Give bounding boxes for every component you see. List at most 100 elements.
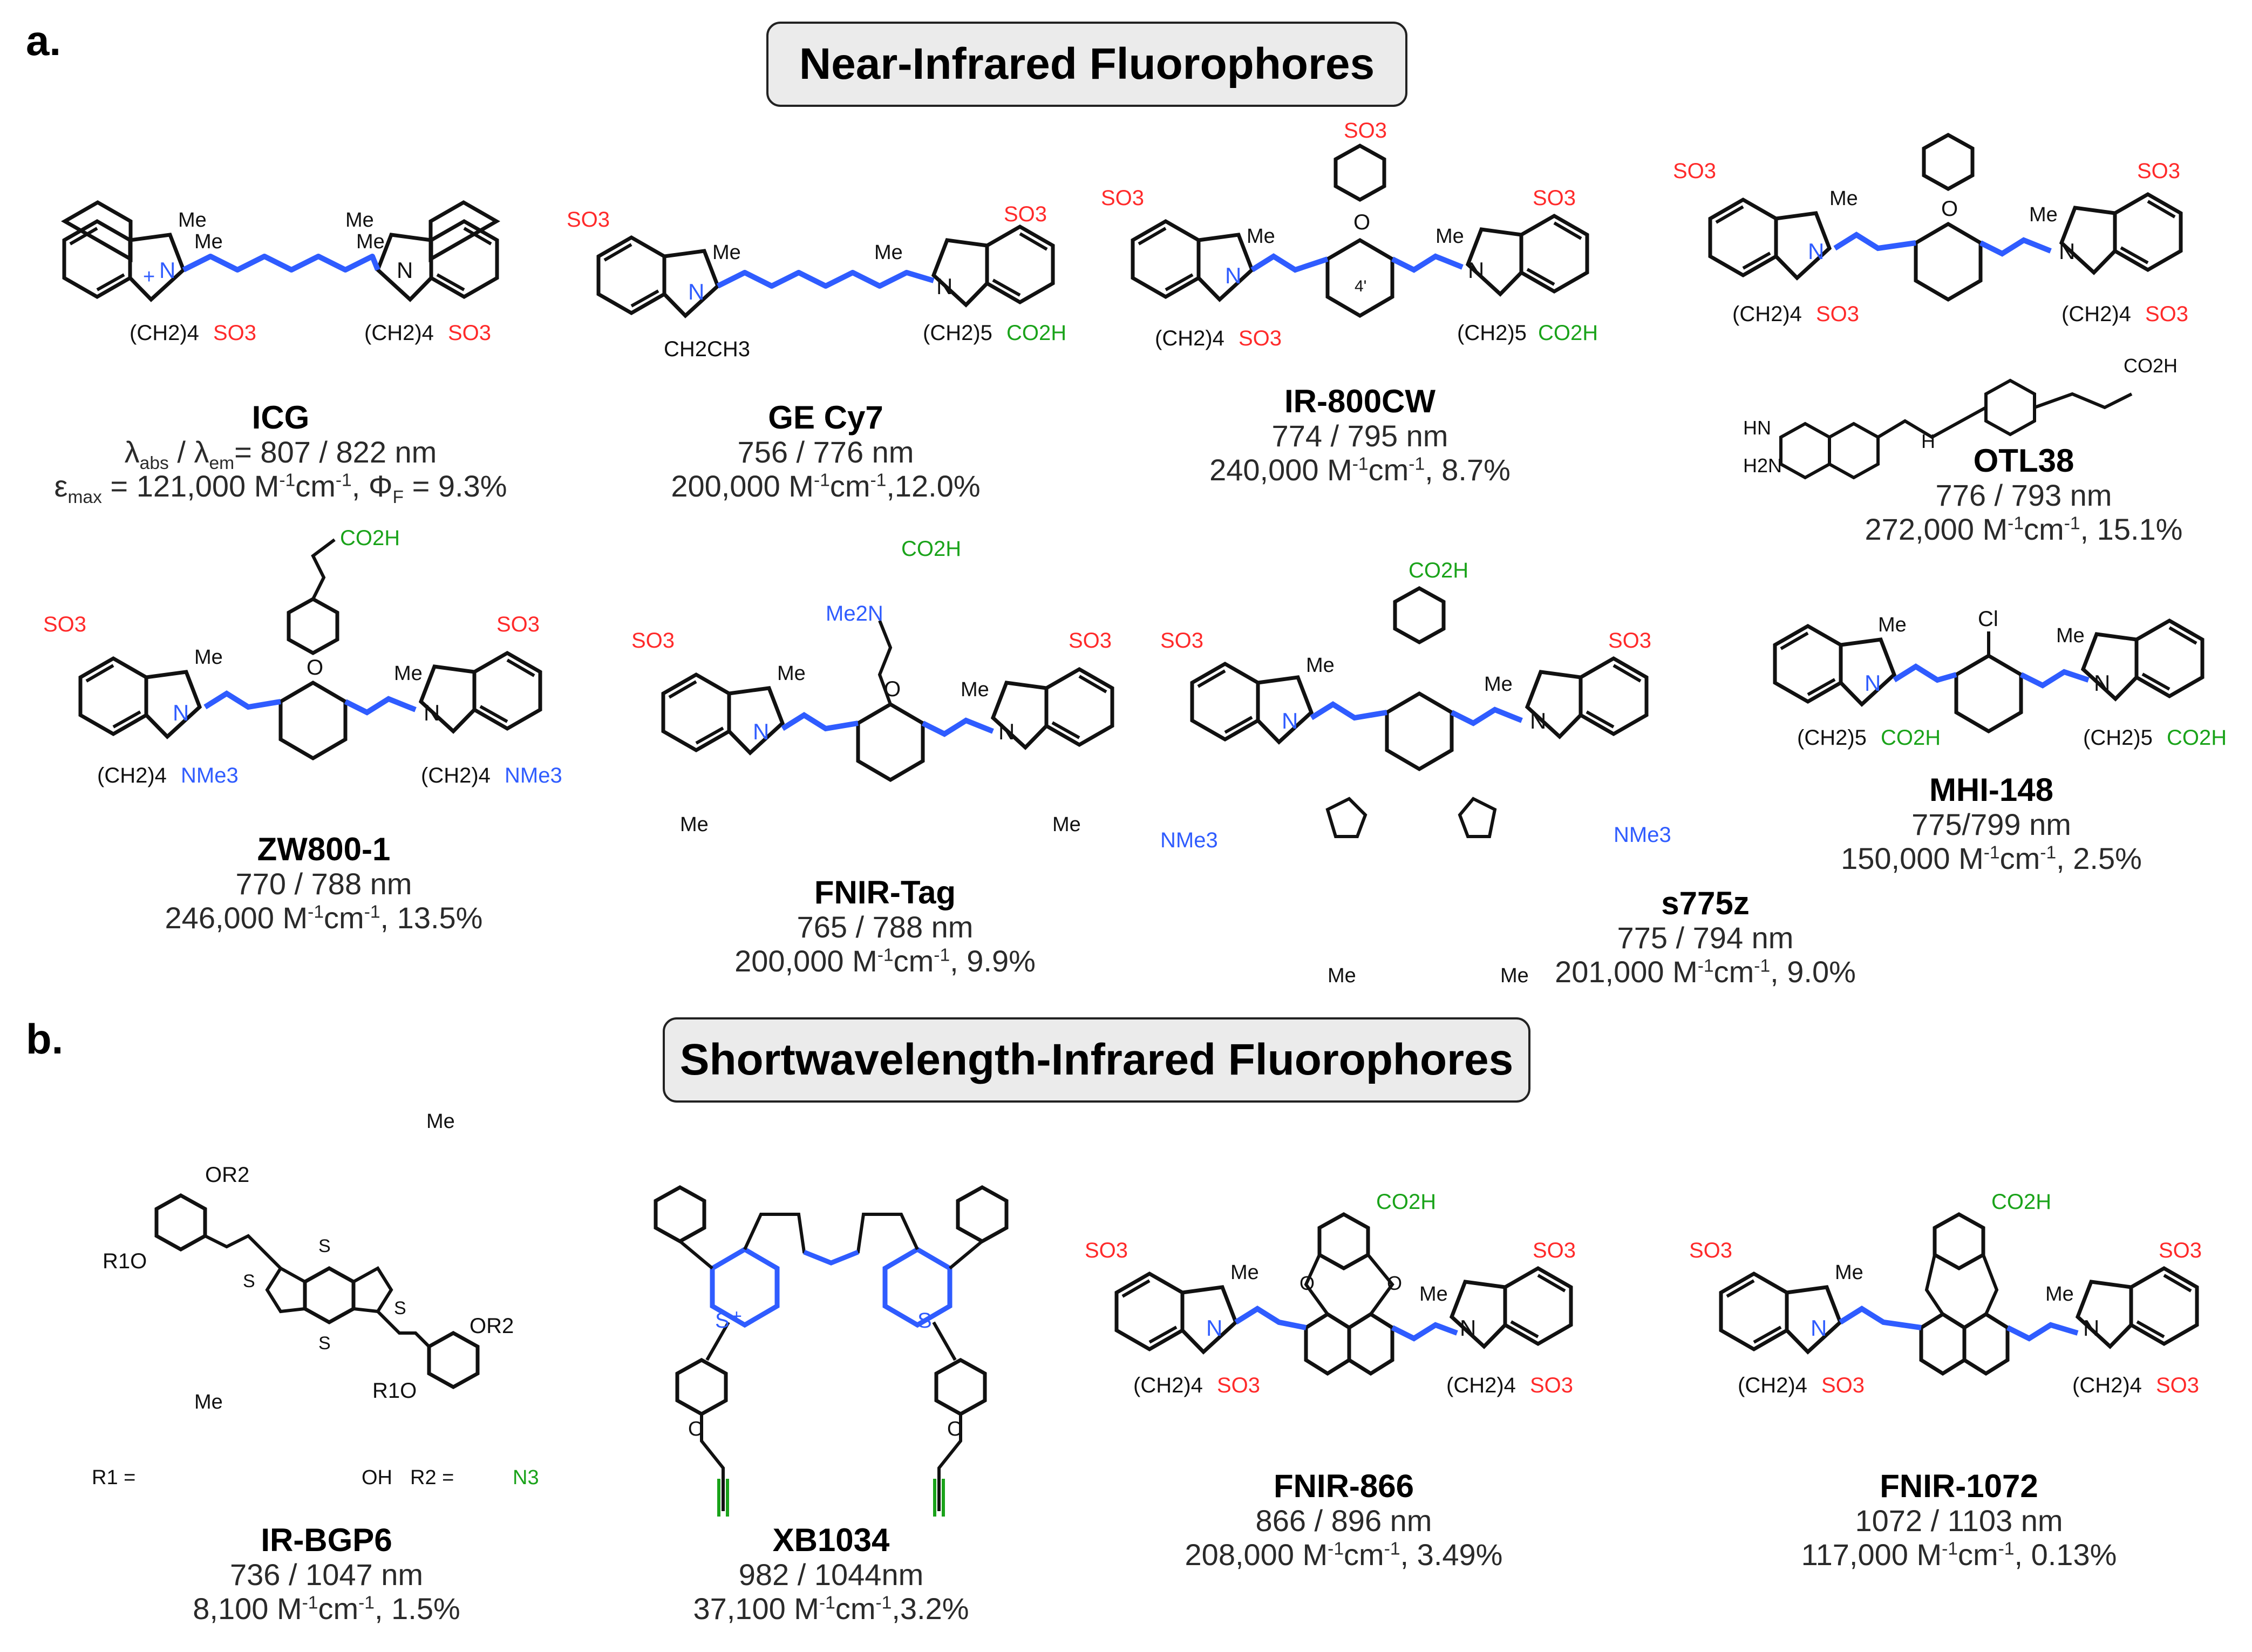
panel-a-title: Near-Infrared Fluorophores: [766, 22, 1407, 107]
xb1034-plus: +: [731, 1306, 742, 1327]
caption-xb1034: XB1034 982 / 1044nm 37,100 M-1cm-1,3.2%: [604, 1522, 1058, 1626]
caption-mhi148: MHI-148 775/799 nm 150,000 M-1cm-1, 2.5%: [1770, 772, 2213, 876]
otl38-hn: HN: [1743, 417, 1771, 439]
zw800-o-bridge: O: [307, 656, 323, 679]
irbgp6-r1o-left: R1O: [103, 1249, 147, 1273]
mhi148-n-right: N: [2094, 670, 2110, 696]
fnir866-so3-left: SO3: [1085, 1239, 1128, 1262]
mhi148-n-left: N: [1865, 670, 1881, 696]
ir800cw-so3-right: SO3: [1533, 186, 1576, 210]
irbgp6-r1-def: R1 =: [92, 1466, 135, 1489]
xb1034-name: XB1034: [772, 1522, 890, 1558]
fnir866-me-1: Me: [1230, 1261, 1259, 1284]
zw800-so3-right: SO3: [496, 613, 540, 636]
fnir1072-n-left: N: [1811, 1315, 1827, 1341]
structure-otl38: O SO3 SO3 N N Me Me (CH2)4 SO3 (CH2)4 SO…: [1662, 119, 2234, 497]
fnirtag-wavelengths: 765 / 788 nm: [797, 910, 974, 944]
gecy7-so3-left: SO3: [567, 208, 610, 232]
irbgp6-oh: OH: [362, 1466, 392, 1489]
irbgp6-n3: N3: [513, 1466, 539, 1489]
structure-icg: N + N Me Me Me Me (CH2)4 SO3 (CH2)4 SO3: [32, 162, 529, 389]
ir800cw-wavelengths: 774 / 795 nm: [1271, 419, 1448, 453]
otl38-o-bridge: O: [1941, 197, 1958, 221]
fnir866-so3-chain-right: SO3: [1530, 1374, 1573, 1397]
irbgp6-r1o-right: R1O: [372, 1379, 417, 1403]
ir800cw-chain-right: (CH2)5: [1457, 321, 1527, 345]
fnir1072-co2h: CO2H: [1991, 1190, 2051, 1214]
zw800-extinction: 246,000 M-1cm-1, 13.5%: [165, 900, 483, 935]
icg-me-2: Me: [194, 230, 223, 253]
fnir866-chain-right: (CH2)4: [1446, 1374, 1516, 1397]
s775z-n-right: N: [1530, 708, 1546, 733]
gecy7-co2h: CO2H: [1006, 321, 1066, 345]
caption-fnirtag: FNIR-Tag 765 / 788 nm 200,000 M-1cm-1, 9…: [658, 874, 1112, 978]
icg-name: ICG: [251, 399, 310, 436]
fnirtag-me2n: Me2N: [826, 602, 883, 626]
ir800cw-me-2: Me: [1435, 225, 1464, 248]
otl38-so3-chain-left: SO3: [1816, 302, 1859, 326]
otl38-so3-right: SO3: [2137, 159, 2180, 183]
structure-mhi148: Cl N N Me Me (CH2)5 CO2H (CH2)5 CO2H: [1738, 583, 2240, 777]
gecy7-wavelengths: 756 / 776 nm: [737, 435, 914, 470]
ir800cw-o-bridge: O: [1353, 210, 1370, 234]
zw800-n-left: N: [173, 700, 189, 725]
fnirtag-so3-left: SO3: [631, 629, 675, 652]
icg-me-1: Me: [178, 209, 207, 232]
fnirtag-n-left: N: [753, 719, 769, 744]
s775z-nme3-left: NMe3: [1160, 828, 1218, 852]
s775z-me-peg-left: Me: [1328, 964, 1356, 987]
fnirtag-so3-right: SO3: [1069, 629, 1112, 652]
icg-chain-right: (CH2)4: [364, 321, 434, 345]
caption-s775z: s775z 775 / 794 nm 201,000 M-1cm-1, 9.0%: [1533, 885, 1878, 989]
fnir866-wavelengths: 866 / 896 nm: [1255, 1504, 1432, 1538]
ir800cw-so3-chain: SO3: [1239, 327, 1282, 350]
icg-extinction: εmax = 121,000 M-1cm-1, ΦF = 9.3%: [54, 468, 507, 508]
mhi148-co2h-left: CO2H: [1881, 726, 1941, 750]
s775z-me-peg-right: Me: [1500, 964, 1529, 987]
zw800-so3-left: SO3: [43, 613, 86, 636]
ir800cw-n-left: N: [1225, 263, 1241, 288]
otl38-me-2: Me: [2029, 203, 2058, 226]
icg-so3-right: SO3: [448, 321, 491, 345]
fnirtag-extinction: 200,000 M-1cm-1, 9.9%: [734, 943, 1036, 978]
mhi148-name: MHI-148: [1929, 772, 2054, 808]
otl38-so3-left: SO3: [1673, 159, 1716, 183]
otl38-chain-right: (CH2)4: [2062, 302, 2131, 326]
panel-b-letter: b.: [26, 1015, 64, 1063]
ir800cw-so3-left: SO3: [1101, 186, 1144, 210]
mhi148-extinction: 150,000 M-1cm-1, 2.5%: [1841, 841, 2142, 875]
otl38-nh: H: [1921, 430, 1935, 452]
irbgp6-extinction: 8,100 M-1cm-1, 1.5%: [193, 1591, 460, 1626]
structure-s775z: CO2H SO3 SO3 N N Me Me NMe3 NMe3 Me Me: [1149, 556, 1689, 1004]
zw800-n-right: N: [424, 700, 440, 725]
gecy7-ethyl: CH2CH3: [664, 337, 750, 361]
gecy7-extinction: 200,000 M-1cm-1,12.0%: [671, 468, 981, 503]
otl38-n-left: N: [1808, 239, 1824, 264]
caption-fnir866: FNIR-866 866 / 896 nm 208,000 M-1cm-1, 3…: [1112, 1468, 1576, 1572]
panel-b-title: Shortwavelength-Infrared Fluorophores: [663, 1017, 1530, 1103]
fnirtag-o-bridge: O: [884, 677, 901, 701]
irbgp6-s-bottom: S: [318, 1333, 331, 1354]
structure-irbgp6: OR2 R1O OR2 R1O S S S S Me Me R1 = OH R2…: [92, 1106, 561, 1517]
fnir1072-name: FNIR-1072: [1880, 1468, 2038, 1504]
otl38-me-1: Me: [1829, 187, 1858, 210]
otl38-n-right: N: [2059, 239, 2075, 264]
irbgp6-or2-top: OR2: [205, 1163, 249, 1187]
zw800-co2h: CO2H: [340, 526, 400, 550]
ir800cw-name: IR-800CW: [1284, 383, 1436, 419]
fnir1072-chain-left: (CH2)4: [1738, 1374, 1807, 1397]
xb1034-o-left: O: [688, 1418, 704, 1440]
structure-fnirtag: O Me2N CO2H SO3 SO3 N N Me Me Me Me: [621, 537, 1149, 864]
otl38-wavelengths: 776 / 793 nm: [1935, 478, 2112, 513]
gecy7-name: GE Cy7: [768, 399, 883, 436]
caption-zw800: ZW800-1 770 / 788 nm 246,000 M-1cm-1, 13…: [97, 831, 550, 935]
xb1034-extinction: 37,100 M-1cm-1,3.2%: [693, 1591, 969, 1626]
mhi148-co2h-right: CO2H: [2167, 726, 2227, 750]
fnir866-so3-right: SO3: [1533, 1239, 1576, 1262]
fnir1072-extinction: 117,000 M-1cm-1, 0.13%: [1801, 1537, 2117, 1572]
fnirtag-ome-left: Me: [680, 813, 709, 836]
s775z-so3-right: SO3: [1608, 629, 1651, 652]
otl38-h2n: H2N: [1743, 454, 1782, 477]
ir800cw-extinction: 240,000 M-1cm-1, 8.7%: [1209, 452, 1511, 487]
structure-gecy7: SO3 SO3 N N Me Me CH2CH3 (CH2)5 CO2H: [556, 178, 1096, 383]
